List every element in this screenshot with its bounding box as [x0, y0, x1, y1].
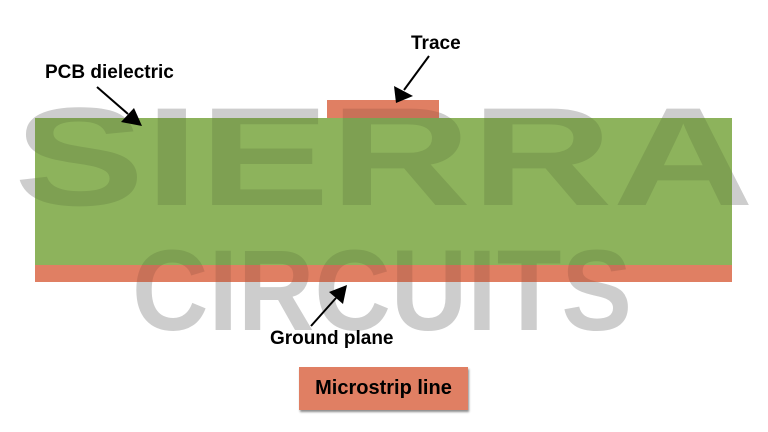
- ground-plane-layer: [35, 265, 732, 282]
- trace-label: Trace: [411, 33, 461, 54]
- ground-plane-label: Ground plane: [270, 328, 394, 349]
- pcb-dielectric-layer: [35, 118, 732, 265]
- dielectric-arrow-icon: [96, 86, 142, 126]
- microstrip-line-title: Microstrip line: [299, 367, 468, 410]
- trace-arrow-icon: [394, 55, 430, 103]
- ground-arrow-icon: [310, 285, 347, 327]
- trace-layer: [327, 100, 439, 118]
- pcb-dielectric-label: PCB dielectric: [45, 62, 174, 83]
